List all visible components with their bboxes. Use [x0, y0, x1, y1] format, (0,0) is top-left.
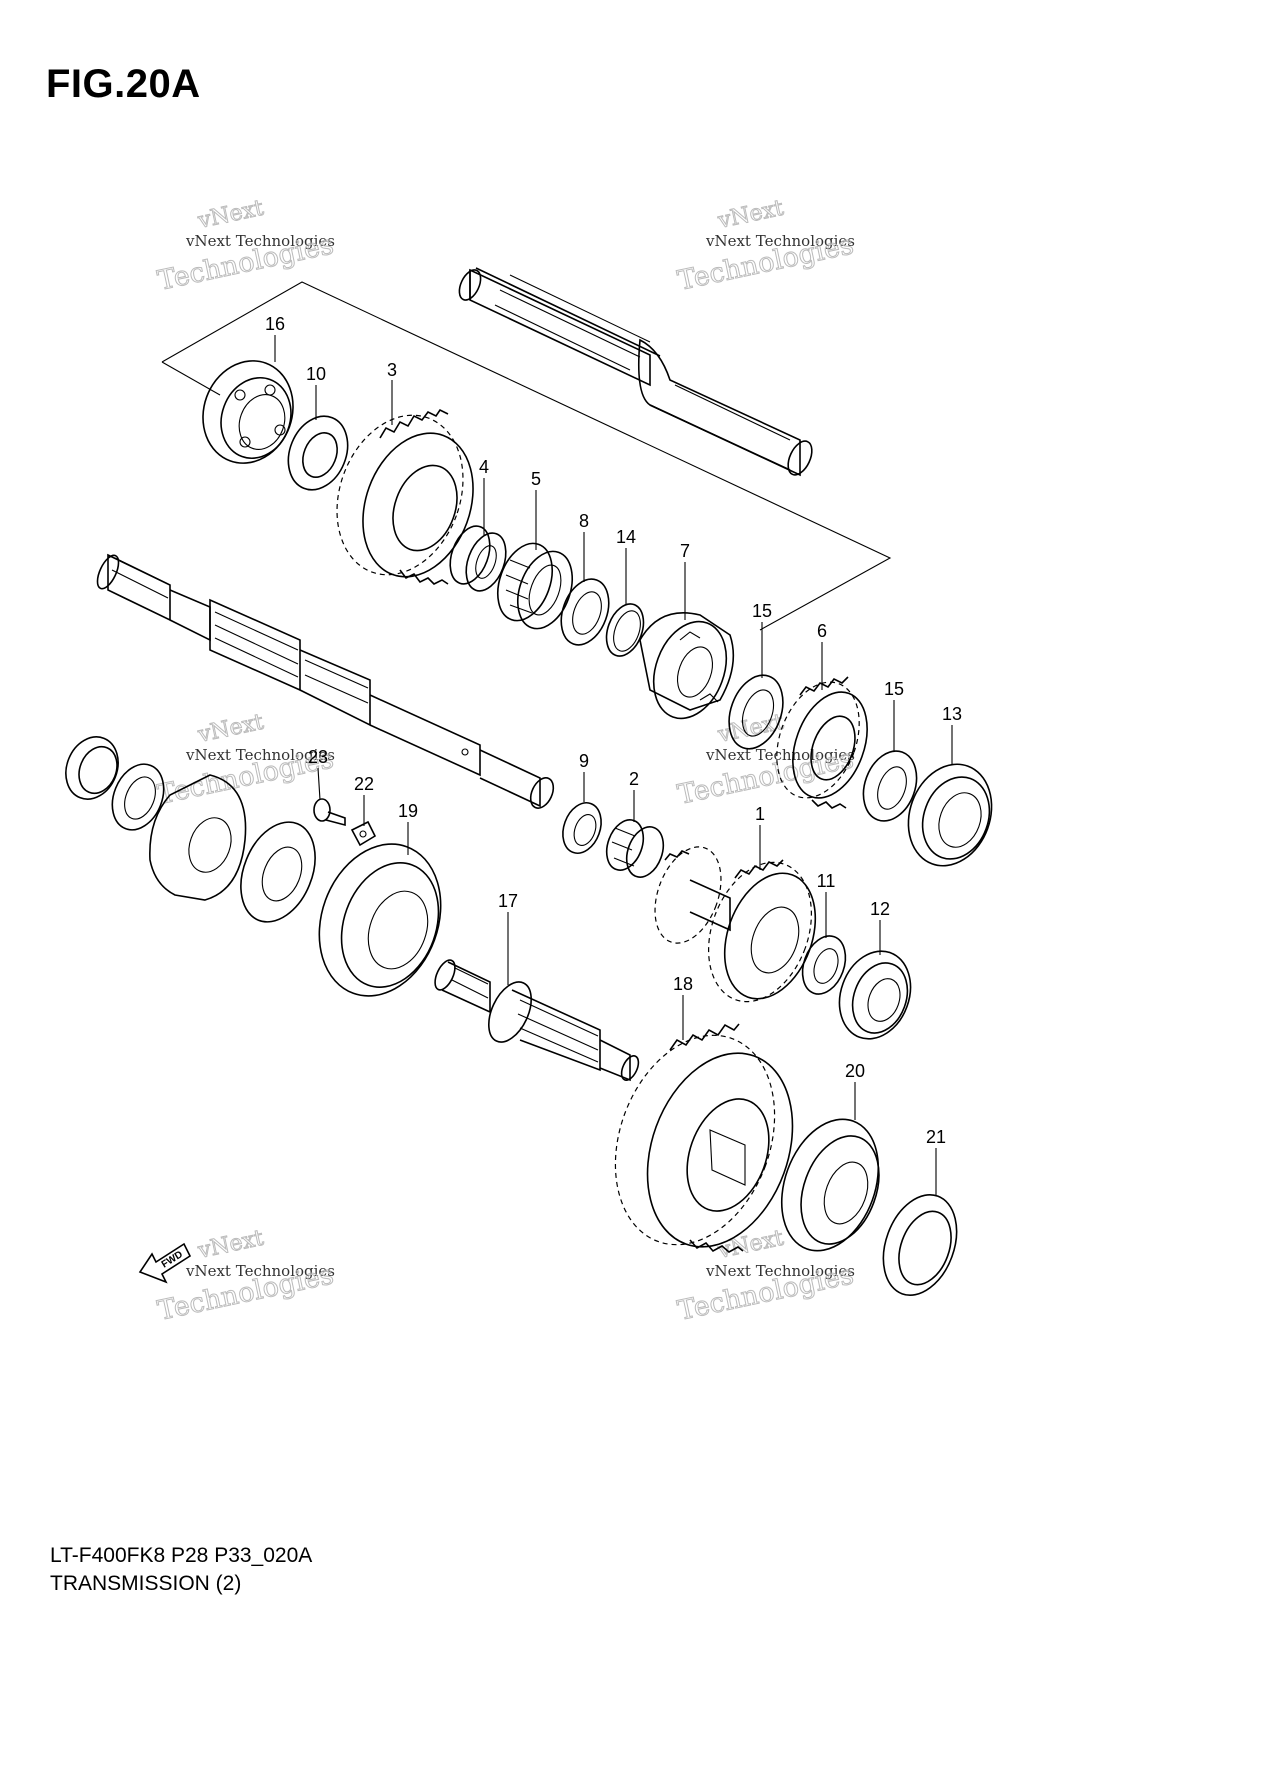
svg-text:vNext: vNext: [715, 1226, 786, 1264]
svg-text:vNext Technologies: vNext Technologies: [185, 232, 335, 250]
label-2: 2: [629, 769, 639, 789]
figure-name: TRANSMISSION (2): [50, 1572, 242, 1595]
label-4: 4: [479, 457, 489, 477]
figure-title: FIG.20A: [46, 62, 201, 106]
label-15b: 15: [884, 679, 904, 699]
part-13-bearing: [907, 763, 993, 867]
part-15-washer-a: [728, 674, 784, 750]
label-15a: 15: [752, 601, 772, 621]
label-9: 9: [579, 751, 589, 771]
part-6-gear: [776, 676, 868, 809]
label-23: 23: [308, 747, 328, 767]
fwd-arrow-icon: FWD: [138, 1242, 192, 1284]
svg-text:vNext Technologies: vNext Technologies: [705, 746, 855, 764]
part-14-circlip: [605, 603, 645, 657]
part-23-bolt: [313, 798, 346, 827]
label-8: 8: [579, 511, 589, 531]
svg-text:vNext Technologies: vNext Technologies: [185, 746, 335, 764]
svg-text:vNext: vNext: [195, 1226, 266, 1264]
part-sprocket-plate: [149, 774, 247, 901]
svg-text:vNext Technologies: vNext Technologies: [705, 1262, 855, 1280]
label-12: 12: [870, 899, 890, 919]
part-2-needle-bearing: [605, 819, 665, 878]
part-10-washer: [287, 415, 349, 491]
label-21: 21: [926, 1127, 946, 1147]
part-9-bushing: [562, 802, 602, 854]
part-11-washer: [801, 935, 847, 995]
label-14: 14: [616, 527, 636, 547]
svg-text:vNext: vNext: [195, 196, 266, 234]
part-19-bearing: [318, 843, 442, 997]
svg-text:vNext: vNext: [195, 710, 266, 748]
part-1-gear: [654, 846, 817, 1003]
label-7: 7: [680, 541, 690, 561]
svg-text:vNext: vNext: [715, 196, 786, 234]
part-17-output-shaft: [434, 959, 640, 1082]
label-1: 1: [755, 804, 765, 824]
part-22-washer: [350, 820, 377, 847]
label-18: 18: [673, 974, 693, 994]
label-5: 5: [531, 469, 541, 489]
part-labels: 16 10 3 4 5 8 14 7 15 6 15 13 23 22 19 9…: [265, 314, 962, 1147]
driveshaft-middle: [96, 553, 555, 809]
part-8-lock-washer: [560, 578, 610, 646]
svg-text:vNext Technologies: vNext Technologies: [705, 232, 855, 250]
label-13: 13: [942, 704, 962, 724]
part-washer-large: [240, 821, 316, 923]
part-12-bearing: [838, 950, 912, 1040]
part-7-shift-dog: [639, 611, 735, 720]
watermark-bottom-right: vNext vNext Technologies Technologies: [675, 1225, 857, 1327]
label-19: 19: [398, 801, 418, 821]
label-10: 10: [306, 364, 326, 384]
assembly-bracket: [161, 281, 892, 631]
part-16-bearing: [202, 360, 294, 464]
label-16: 16: [265, 314, 285, 334]
watermark-top-left: vNext vNext Technologies Technologies: [155, 195, 337, 297]
watermark-top-right: vNext vNext Technologies Technologies: [675, 195, 857, 297]
svg-text:vNext Technologies: vNext Technologies: [185, 1262, 335, 1280]
label-11: 11: [817, 871, 836, 891]
part-15-washer-b: [862, 750, 918, 822]
label-22: 22: [354, 774, 374, 794]
label-6: 6: [817, 621, 827, 641]
watermark-bottom-left: vNext vNext Technologies Technologies: [155, 1225, 337, 1327]
figure-code: LT-F400FK8 P28 P33_020A: [50, 1544, 313, 1567]
label-3: 3: [387, 360, 397, 380]
label-20: 20: [845, 1061, 865, 1081]
part-5-needle-bearing: [497, 542, 573, 630]
countershaft-top: [458, 267, 813, 477]
part-4-bushing: [449, 525, 507, 592]
part-20-bearing: [780, 1118, 880, 1252]
part-oil-seal-left: [65, 736, 119, 800]
part-21-oil-seal: [882, 1193, 958, 1297]
part-18-large-gear: [614, 1023, 794, 1253]
part-washer-left: [111, 763, 165, 831]
label-17: 17: [498, 891, 518, 911]
leader-lines: [274, 335, 953, 1195]
